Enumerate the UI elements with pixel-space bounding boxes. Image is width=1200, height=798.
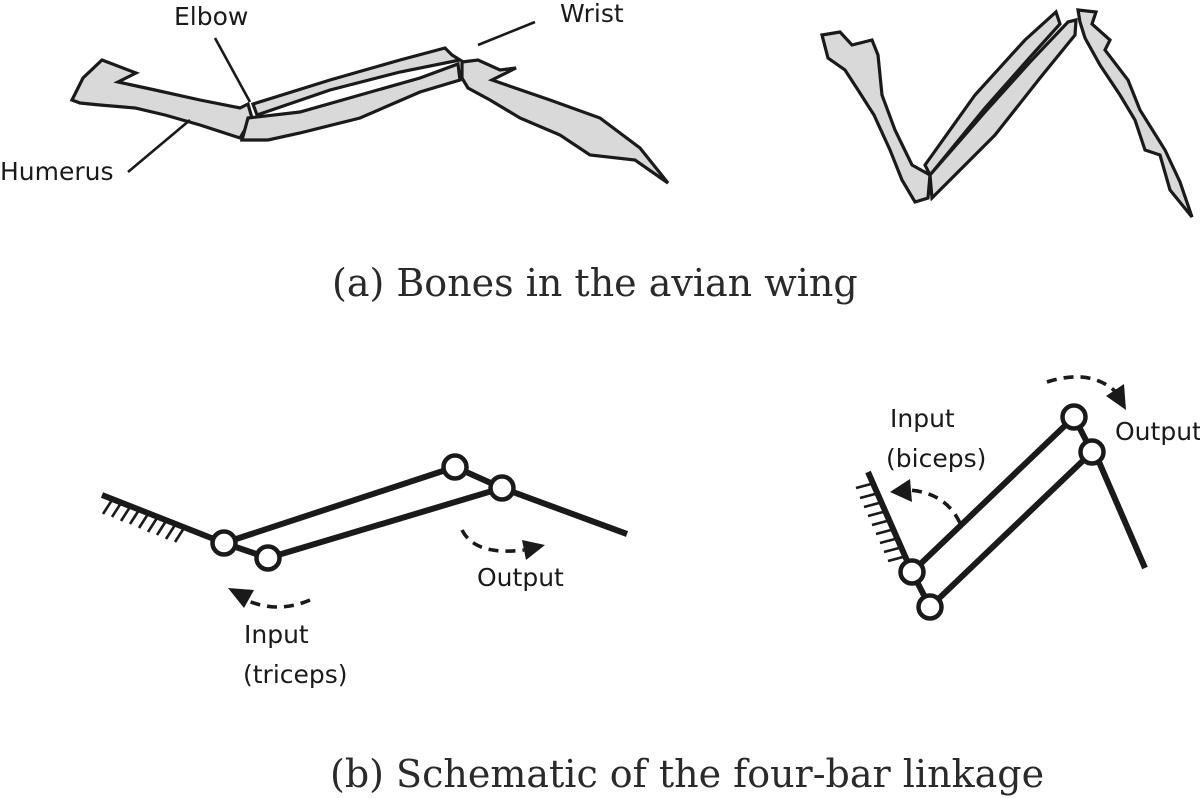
caption-b: (b) Schematic of the four-bar linkage [330, 752, 1044, 796]
humerus-leader [127, 119, 191, 173]
output-arrowhead-folded [1106, 384, 1126, 410]
joint [1060, 403, 1088, 431]
folded-hand-bone [1076, 8, 1194, 219]
humerus-bone [69, 58, 254, 140]
input-arrowhead [228, 588, 254, 608]
extended-wing [69, 20, 670, 185]
input-label-triceps-line1: Input [244, 620, 309, 649]
folded-ulna-bone [928, 17, 1078, 202]
input-arrow-folded [907, 488, 962, 524]
ground-link-folded [865, 470, 915, 574]
output-arrow [460, 529, 525, 553]
joint [916, 593, 944, 621]
elbow-label: Elbow [174, 2, 248, 31]
radius-bone [250, 46, 465, 118]
bar-upper [223, 464, 456, 546]
output-link [500, 485, 629, 537]
ground-link [100, 492, 226, 546]
bar-upper-folded [909, 414, 1077, 575]
joint [210, 529, 238, 557]
elbow-leader [213, 37, 252, 103]
folded-radius-bone [923, 9, 1062, 178]
linkage-folded [855, 375, 1148, 621]
humerus-label: Humerus [0, 157, 114, 186]
ground-hatching-folded [855, 482, 904, 563]
bar-lower [267, 485, 503, 561]
wrist-leader [477, 20, 536, 47]
input-label-biceps-line2: (biceps) [886, 444, 986, 473]
output-arrow-folded [1046, 375, 1118, 394]
joint [898, 558, 926, 586]
joint [488, 474, 516, 502]
caption-a: (a) Bones in the avian wing [332, 261, 858, 305]
joint [1078, 438, 1106, 466]
joint [254, 544, 282, 572]
input-label-biceps-line1: Input [890, 404, 955, 433]
hand-bone [460, 58, 670, 185]
ulna-bone [239, 61, 462, 142]
input-arrowhead-folded [890, 479, 912, 502]
ground-hatching [101, 499, 186, 543]
input-label-triceps-line2: (triceps) [243, 660, 348, 689]
linkage-extended [100, 453, 629, 609]
folded-humerus-bone [820, 30, 932, 204]
output-label-left: Output [477, 563, 564, 592]
wrist-label: Wrist [560, 0, 624, 28]
input-arrow [245, 598, 311, 609]
output-link-folded [1093, 453, 1148, 570]
folded-wing [820, 8, 1194, 219]
joint [441, 453, 469, 481]
bar-lower-folded [927, 449, 1095, 610]
output-arrowhead [522, 540, 545, 560]
output-label-right: Output [1115, 417, 1200, 446]
